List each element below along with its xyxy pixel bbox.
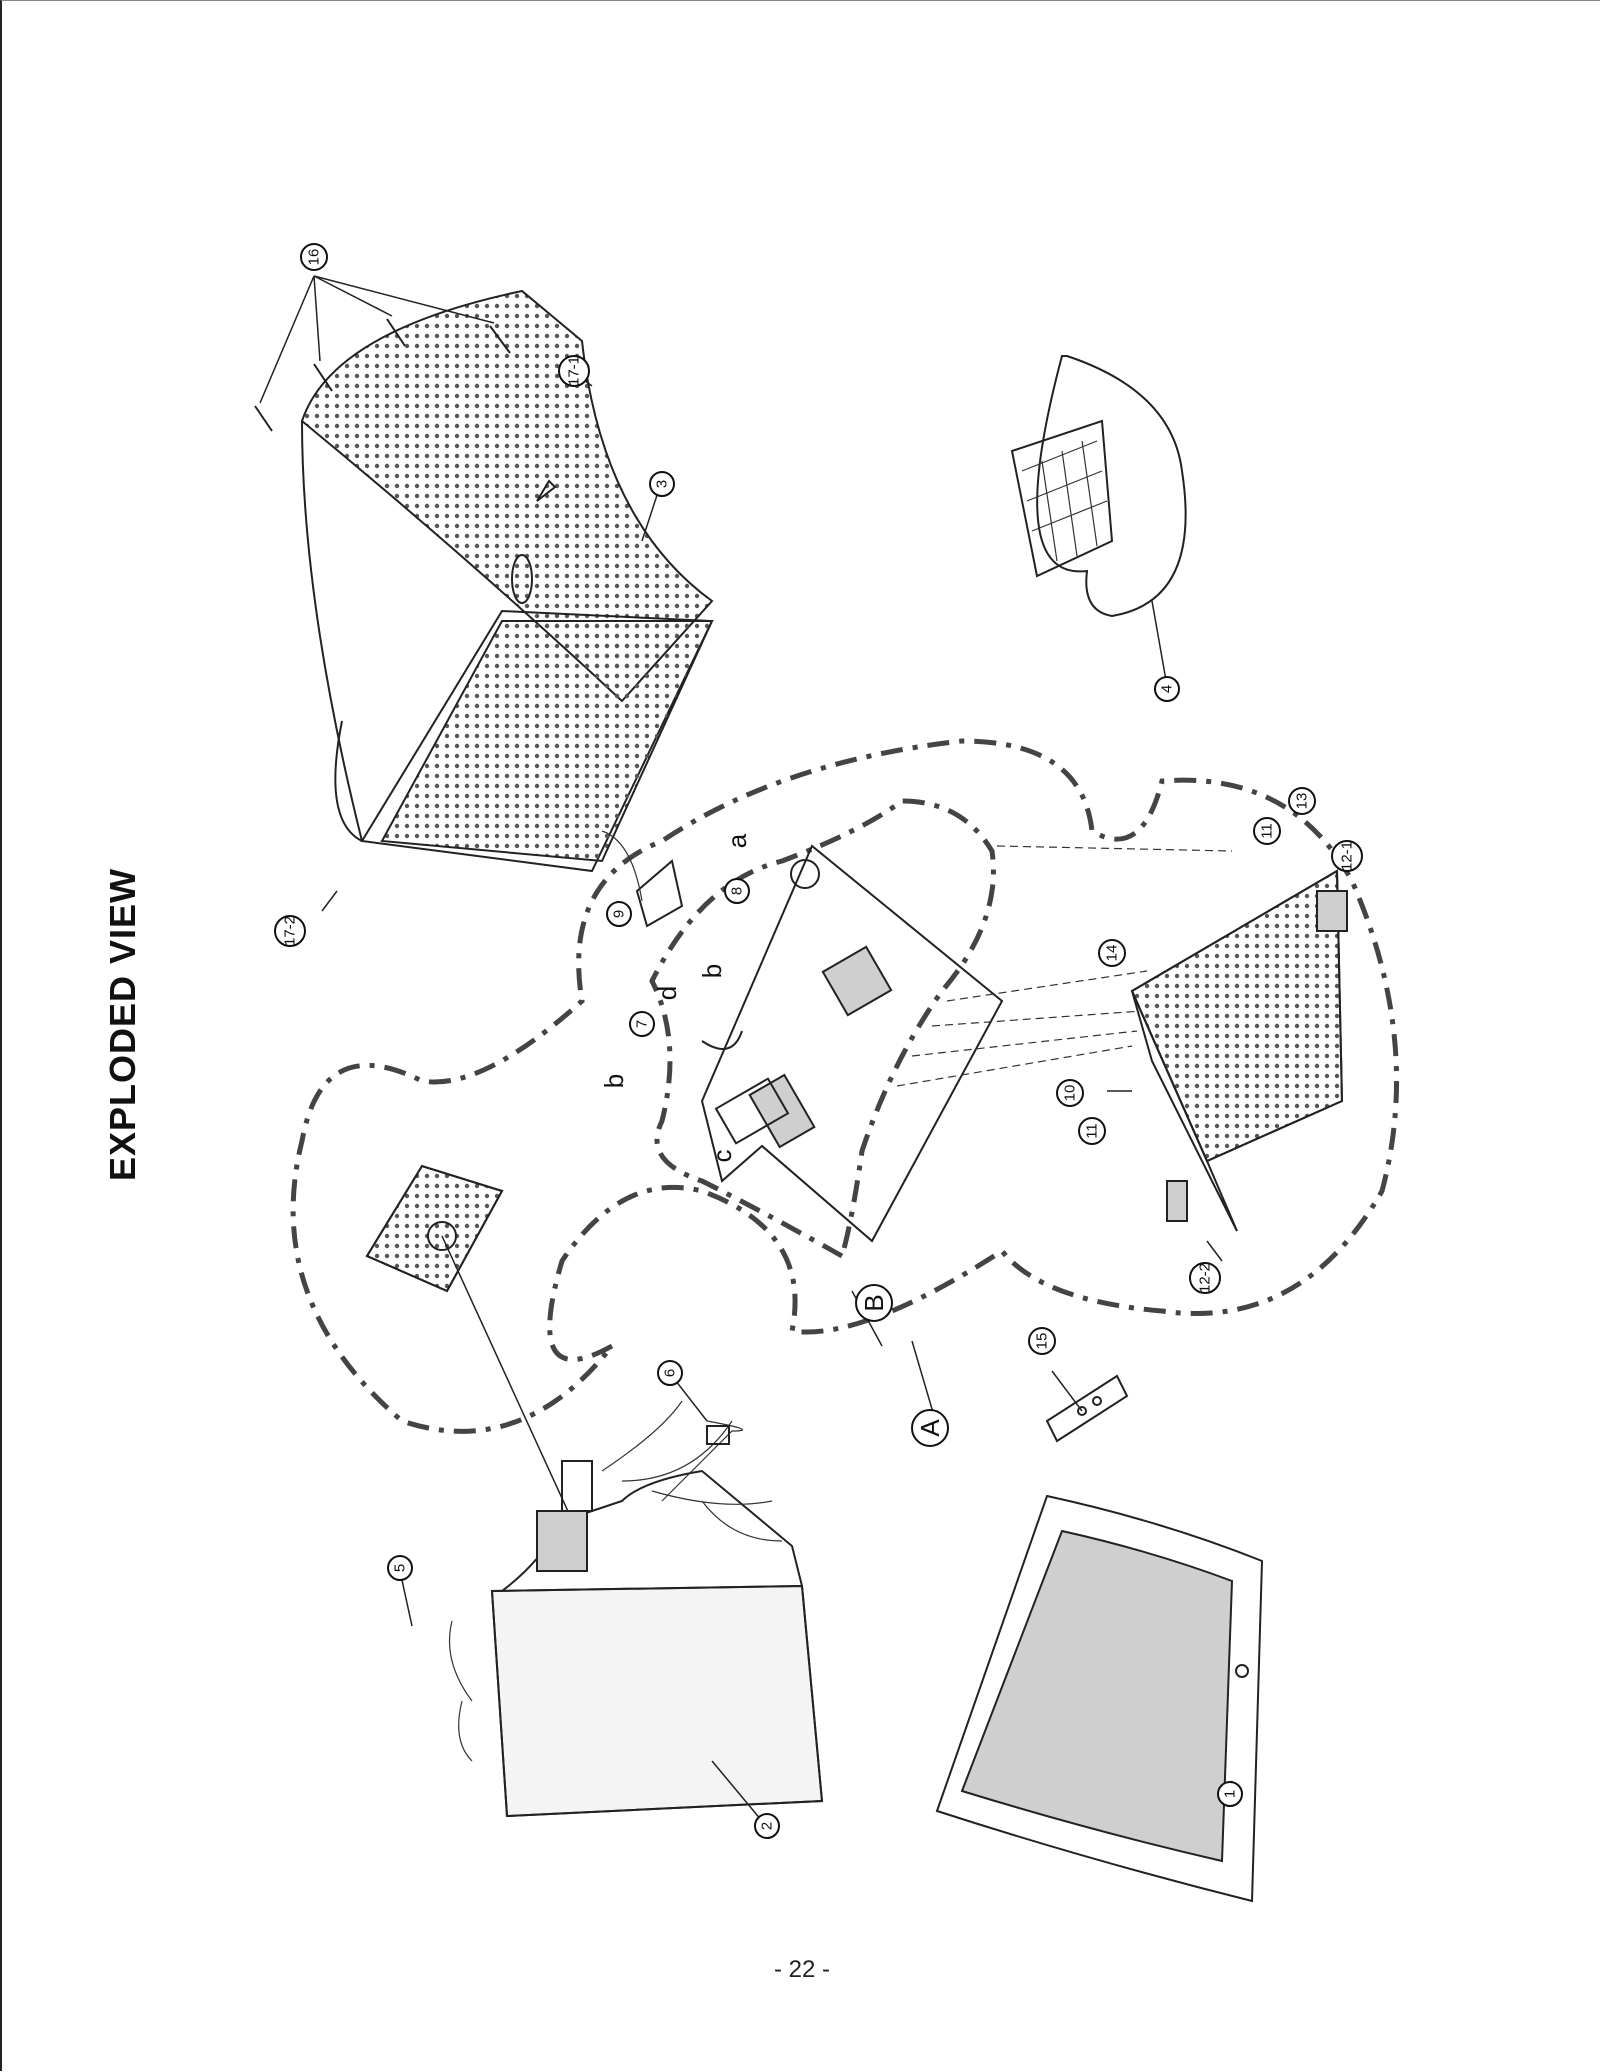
- callout-14: 14: [1098, 939, 1126, 967]
- svg-text:12-2: 12-2: [1197, 1263, 1214, 1293]
- svg-text:b: b: [599, 1074, 629, 1088]
- callout-6: 6: [657, 1360, 683, 1386]
- svg-text:9: 9: [611, 910, 628, 918]
- svg-text:3: 3: [654, 480, 671, 488]
- svg-text:b: b: [697, 964, 727, 978]
- svg-text:1: 1: [1222, 1790, 1239, 1798]
- callout-b-upper: b: [697, 964, 727, 978]
- main-board: [700, 844, 1004, 1243]
- callout-b-lower: b: [599, 1074, 629, 1088]
- svg-text:14: 14: [1104, 945, 1121, 962]
- control-pcb-strip: [1045, 1374, 1129, 1443]
- callout-8: 8: [724, 878, 750, 904]
- callout-11-right: 11: [1253, 817, 1281, 845]
- callout-4: 4: [1154, 676, 1180, 702]
- callout-11-left: 11: [1078, 1117, 1106, 1145]
- svg-text:16: 16: [306, 249, 323, 266]
- svg-text:11: 11: [1259, 823, 1276, 839]
- front-cabinet: [935, 1494, 1264, 1903]
- callout-15: 15: [1028, 1327, 1056, 1355]
- svg-text:10: 10: [1062, 1085, 1079, 1102]
- svg-text:8: 8: [729, 887, 746, 895]
- page-number: - 22 -: [773, 1956, 830, 1983]
- svg-text:a: a: [722, 833, 752, 848]
- callout-10: 10: [1056, 1079, 1084, 1107]
- svg-text:6: 6: [662, 1369, 679, 1377]
- callout-1: 1: [1217, 1781, 1243, 1807]
- bottom-chassis-frame: [1130, 869, 1348, 1232]
- back-cover: [300, 289, 714, 873]
- svg-text:c: c: [707, 1150, 737, 1163]
- svg-text:17-2: 17-2: [282, 916, 299, 946]
- callout-c: c: [707, 1150, 737, 1163]
- svg-text:17-1: 17-1: [566, 356, 583, 386]
- svg-text:15: 15: [1034, 1333, 1051, 1350]
- callout-17-2: 17-2: [274, 915, 306, 947]
- screws-16: [254, 275, 511, 432]
- degauss-coil-holder: [601, 830, 684, 928]
- callout-13: 13: [1288, 787, 1316, 815]
- svg-text:11: 11: [1084, 1123, 1101, 1139]
- board-boundary-b: [649, 798, 996, 1260]
- callout-a: a: [722, 833, 752, 848]
- callout-B: B: [855, 1284, 893, 1322]
- callout-7: 7: [629, 1011, 655, 1037]
- svg-text:12-1: 12-1: [1339, 841, 1356, 871]
- wire-harness: [661, 1420, 744, 1502]
- svg-text:d: d: [652, 986, 682, 1000]
- svg-text:2: 2: [759, 1822, 776, 1830]
- callout-12-1: 12-1: [1331, 840, 1363, 872]
- rear-pcb-module: [365, 1164, 578, 1532]
- svg-text:7: 7: [634, 1020, 651, 1028]
- svg-text:B: B: [859, 1294, 889, 1311]
- svg-text:A: A: [915, 1419, 945, 1437]
- callout-5: 5: [387, 1555, 413, 1581]
- chassis-boundary-a: [290, 738, 1399, 1434]
- callout-d: d: [652, 986, 682, 1000]
- svg-text:5: 5: [392, 1564, 409, 1572]
- callout-2: 2: [754, 1813, 780, 1839]
- callout-17-1: 17-1: [558, 355, 590, 387]
- svg-text:4: 4: [1159, 685, 1176, 693]
- callout-16: 16: [300, 243, 328, 271]
- callout-12-2: 12-2: [1189, 1262, 1221, 1294]
- callout-9: 9: [606, 901, 632, 927]
- callout-A: A: [911, 1409, 949, 1447]
- callout-3: 3: [649, 471, 675, 497]
- svg-text:13: 13: [1294, 793, 1311, 810]
- picture-tube: [448, 1400, 824, 1818]
- alignment-lines: [896, 845, 1233, 1087]
- swivel-stand: [1010, 355, 1187, 618]
